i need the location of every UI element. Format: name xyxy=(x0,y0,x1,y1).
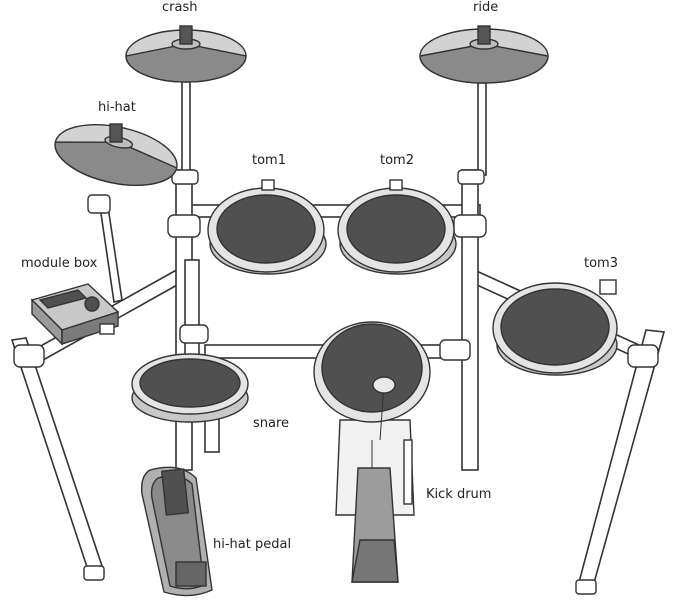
tom3-pad xyxy=(492,279,618,376)
label-snare: snare xyxy=(253,416,290,431)
label-hihat-pedal: hi-hat pedal xyxy=(213,537,292,552)
tom1-pad xyxy=(207,179,327,275)
label-kick-drum: Kick drum xyxy=(426,487,492,502)
label-module-box: module box xyxy=(21,256,98,271)
label-tom3: tom3 xyxy=(584,256,618,271)
label-tom2: tom2 xyxy=(380,153,414,168)
label-hihat: hi-hat xyxy=(98,100,136,115)
hihat-pedal xyxy=(140,466,213,597)
hihat-cymbal xyxy=(54,123,178,186)
snare-pad xyxy=(131,353,249,453)
ride-cymbal xyxy=(419,25,549,84)
label-tom1: tom1 xyxy=(252,153,286,168)
label-crash: crash xyxy=(162,0,198,15)
module-box xyxy=(30,283,120,346)
label-ride: ride xyxy=(473,0,499,15)
kick-drum xyxy=(313,321,431,583)
tom2-pad xyxy=(337,179,457,275)
crash-cymbal xyxy=(125,25,247,83)
